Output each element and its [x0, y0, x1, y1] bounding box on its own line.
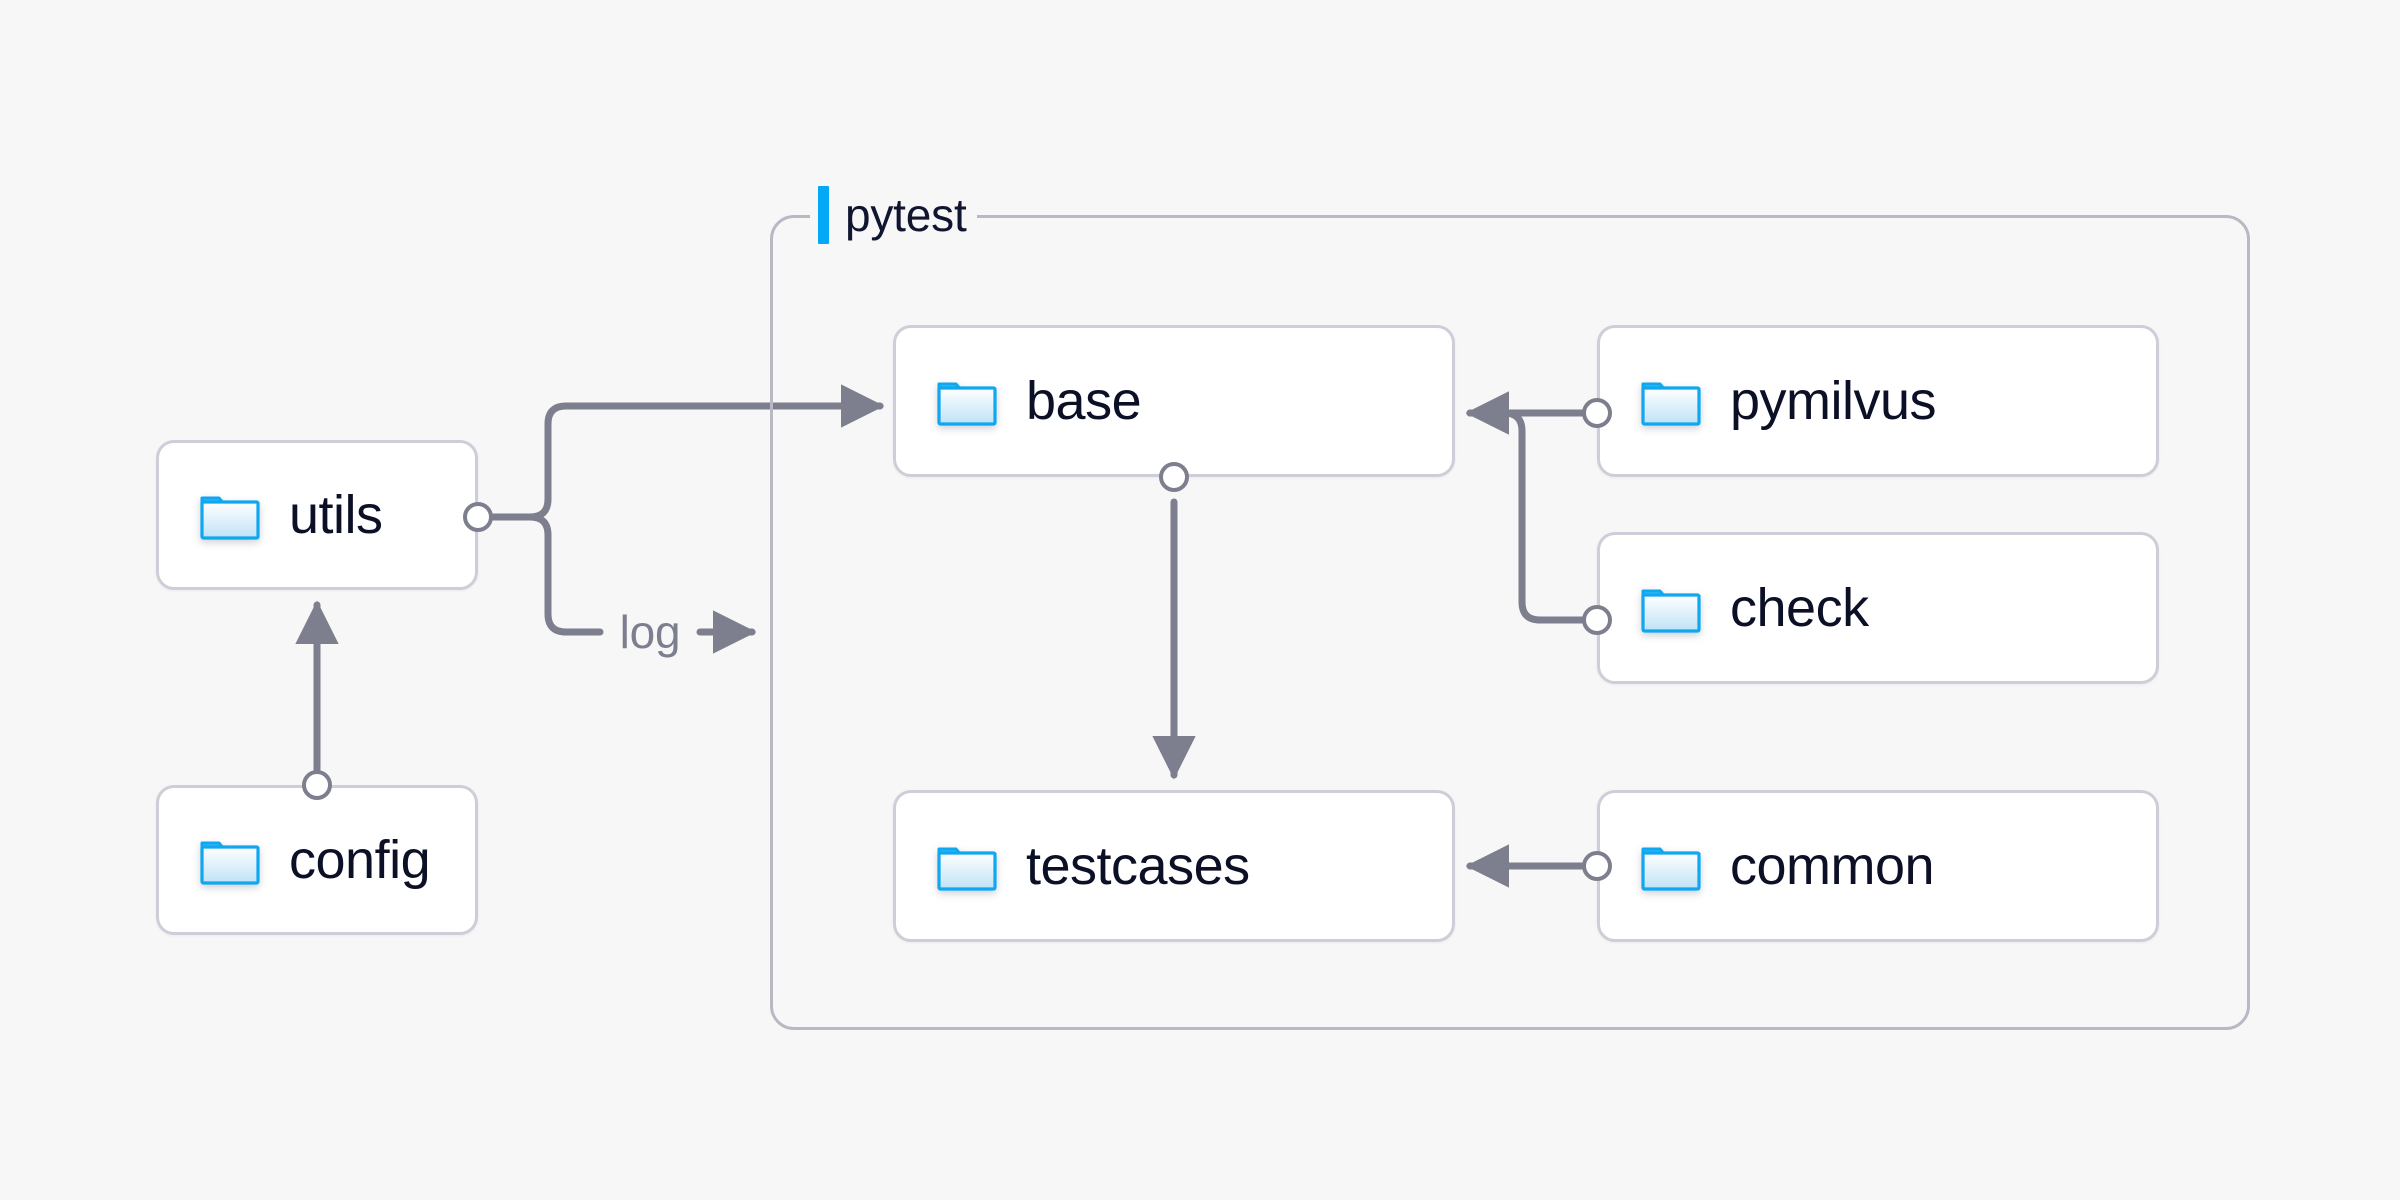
folder-icon [1641, 382, 1701, 426]
port-utils-right[interactable] [463, 502, 493, 532]
pytest-group-label: pytest [810, 186, 977, 244]
node-label: check [1730, 578, 1869, 638]
folder-icon [1641, 847, 1701, 891]
node-check[interactable]: check [1597, 532, 2159, 684]
folder-icon [1641, 589, 1701, 633]
node-label: config [289, 830, 431, 890]
node-testcases[interactable]: testcases [893, 790, 1455, 942]
node-label: testcases [1026, 836, 1250, 896]
port-check-left[interactable] [1582, 605, 1612, 635]
node-label: base [1026, 371, 1142, 431]
node-common[interactable]: common [1597, 790, 2159, 942]
folder-icon [200, 496, 260, 540]
folder-icon [937, 847, 997, 891]
edge-label-log: log [609, 609, 691, 655]
port-common-left[interactable] [1582, 851, 1612, 881]
folder-icon [200, 841, 260, 885]
folder-icon [937, 382, 997, 426]
group-accent-bar [818, 186, 829, 244]
node-config[interactable]: config [156, 785, 478, 935]
group-label-text: pytest [845, 189, 967, 241]
node-pymilvus[interactable]: pymilvus [1597, 325, 2159, 477]
port-base-bottom[interactable] [1159, 462, 1189, 492]
node-utils[interactable]: utils [156, 440, 478, 590]
pytest-group-container[interactable] [770, 215, 2250, 1030]
node-label: utils [289, 485, 383, 545]
node-base[interactable]: base [893, 325, 1455, 477]
node-label: common [1730, 836, 1935, 896]
port-pymilvus-left[interactable] [1582, 398, 1612, 428]
edge-utils-to-log [489, 513, 604, 636]
node-label: pymilvus [1730, 371, 1937, 431]
port-config-top[interactable] [302, 770, 332, 800]
